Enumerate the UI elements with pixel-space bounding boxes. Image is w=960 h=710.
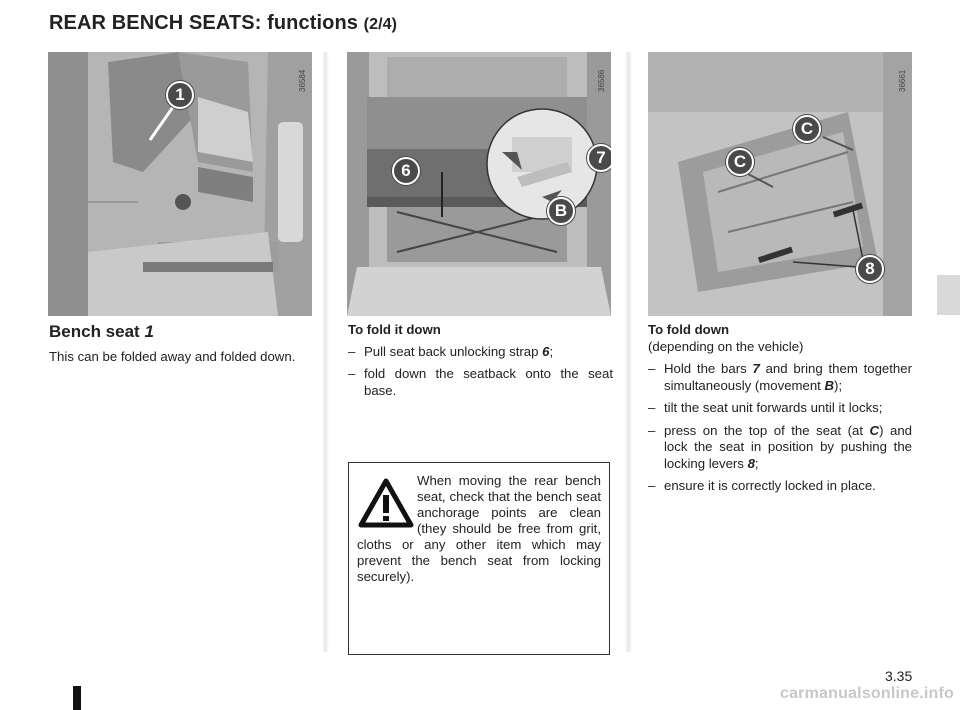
figure-fold-down-strap: 36586 6 7 B: [347, 52, 611, 316]
fold-down-steps: Hold the bars 7 and bring them together …: [648, 361, 912, 495]
callout-7: 7: [587, 144, 611, 172]
section-tab: [937, 275, 960, 315]
figure-ref: 36584: [298, 69, 307, 92]
fold-down-subheading: (depending on the vehicle): [648, 338, 804, 354]
step-ref: 7: [752, 361, 760, 376]
bench-seat-heading: Bench seat 1: [49, 322, 154, 342]
step-text: ) and lock the seat in position by pushi…: [664, 422, 912, 471]
list-item: fold down the seatback onto the seat bas…: [348, 366, 613, 399]
list-item: Hold the bars 7 and bring them together …: [648, 361, 912, 394]
step-ref: 6: [542, 343, 550, 359]
step-text: tilt the seat unit forwards until it loc…: [664, 400, 883, 415]
step-tail: ;: [754, 455, 759, 471]
step-tail: ;: [549, 343, 554, 359]
warning-text-block: When moving the rear bench seat, check t…: [357, 473, 601, 585]
bench-seat-heading-ref: 1: [144, 322, 154, 341]
warning-triangle-icon: [358, 477, 414, 529]
warning-text: When moving the rear bench seat, check t…: [357, 473, 601, 584]
page-number: 3.35: [885, 668, 913, 684]
callout-c: C: [726, 148, 754, 176]
warning-box: When moving the rear bench seat, check t…: [348, 462, 610, 655]
callout-6: 6: [392, 157, 420, 185]
callout-8: 8: [856, 255, 884, 283]
figure-ref: 36586: [597, 69, 606, 92]
list-item: Pull seat back unlocking strap 6;: [348, 344, 613, 361]
crop-mark: [73, 686, 81, 710]
list-item: press on the top of the seat (at C) and …: [648, 423, 912, 473]
step-text: ensure it is correctly locked in place.: [664, 478, 876, 493]
fold-down-section: To fold down (depending on the vehicle) …: [648, 322, 912, 495]
fold-it-down-heading: To fold it down: [348, 322, 441, 337]
step-ref: C: [869, 422, 880, 438]
column-divider: [322, 52, 329, 652]
step-text: Pull seat back unlocking strap: [364, 343, 543, 359]
rear-bench-illustration: [347, 52, 611, 316]
step-tail: );: [834, 377, 843, 393]
fold-down-heading: To fold down: [648, 322, 730, 337]
step-ref: 8: [747, 455, 755, 471]
bench-seat-body: This can be folded away and folded down.: [49, 349, 296, 364]
list-item: ensure it is correctly locked in place.: [648, 478, 912, 495]
watermark: carmanualsonline.info: [779, 685, 954, 702]
column-divider: [625, 52, 632, 652]
step-ref: B: [824, 377, 835, 393]
fold-it-down-steps: Pull seat back unlocking strap 6; fold d…: [348, 344, 613, 400]
step-text: press on the top of the seat (at: [664, 422, 870, 438]
callout-b: B: [547, 197, 575, 225]
list-item: tilt the seat unit forwards until it loc…: [648, 400, 912, 417]
step-text: fold down the seatback onto the seat bas…: [364, 366, 613, 398]
page-title-suffix: (2/4): [363, 16, 398, 33]
figure-bench-seat: 36584 1: [48, 52, 312, 316]
callout-c: C: [793, 115, 821, 143]
page-title-text: REAR BENCH SEATS: functions: [49, 12, 358, 34]
page-title: REAR BENCH SEATS: functions (2/4): [49, 12, 397, 35]
step-text: and bring them together simultaneously (…: [664, 361, 912, 393]
step-text: Hold the bars: [664, 361, 753, 376]
figure-ref: 36661: [898, 69, 907, 92]
figure-fold-down-levers: 36661 C C 8: [648, 52, 912, 316]
callout-1: 1: [166, 81, 194, 109]
bench-seat-heading-text: Bench seat: [49, 322, 140, 341]
fold-it-down-section: To fold it down Pull seat back unlocking…: [348, 322, 613, 399]
